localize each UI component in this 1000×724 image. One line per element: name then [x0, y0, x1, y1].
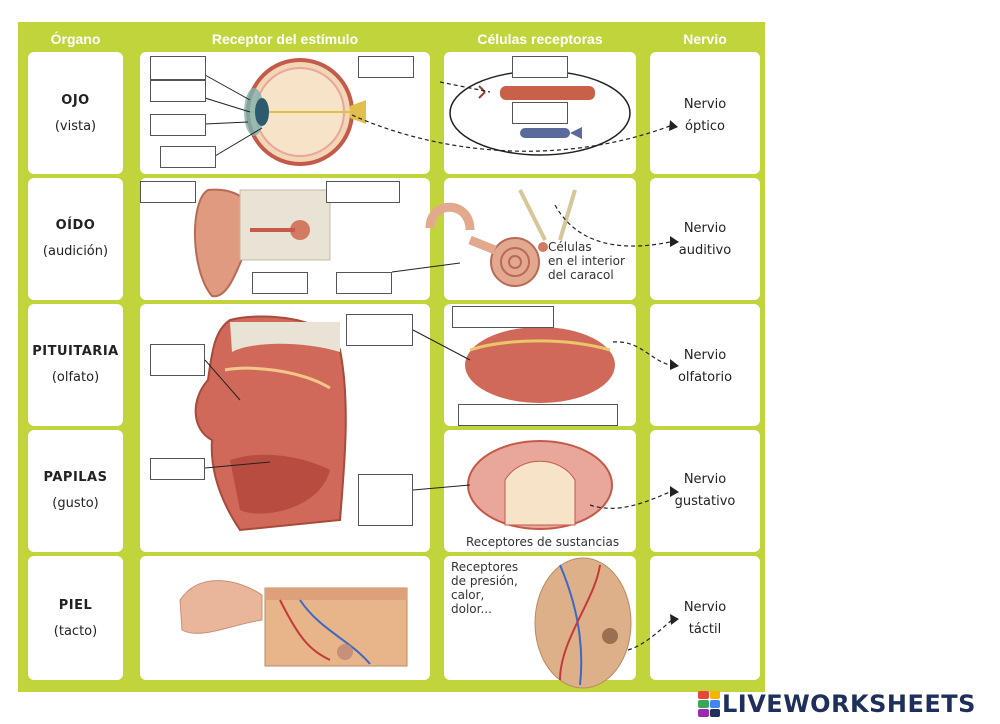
nerve-word: Nervio [683, 472, 727, 487]
caption-line: Receptores [451, 560, 519, 574]
organ-sense: (audición) [42, 244, 109, 259]
organ-label-tongue: PAPILAS (gusto) [28, 465, 123, 517]
organ-name: PAPILAS [43, 470, 108, 485]
nerve-word: Nervio [683, 221, 727, 236]
brand-text: LIVEWORKSHEETS [722, 690, 976, 718]
connector-lines [351, 81, 673, 651]
answer-box-ear-1[interactable] [140, 181, 196, 203]
nerve-word: Nervio [683, 348, 727, 363]
answer-box-eye-4[interactable] [160, 146, 216, 168]
header-cells: Células receptoras [477, 31, 603, 47]
answer-box-eye-2[interactable] [150, 80, 206, 102]
nerve-cell-eye [650, 52, 760, 174]
nerve-label-olfactory: Nervio olfatorio [650, 345, 760, 389]
ear-cells-caption: Células en el interior del caracol [548, 240, 625, 282]
answer-box-nose-2[interactable] [346, 314, 413, 346]
organ-cell-ear [28, 178, 123, 300]
nerve-cell-nose [650, 304, 760, 426]
skin-receptors-illustration [534, 557, 632, 689]
organ-name: PIEL [58, 598, 93, 613]
organ-sense: (vista) [54, 119, 97, 134]
answer-box-nose-1[interactable] [150, 344, 205, 376]
organ-label-ear: OÍDO (audición) [28, 213, 123, 265]
organ-name: OÍDO [55, 218, 96, 233]
header-nerve: Nervio [683, 31, 727, 47]
caption-line: calor, [451, 588, 485, 602]
organ-cell-nose [28, 304, 123, 426]
nerve-word: Nervio [683, 600, 727, 615]
organ-sense: (gusto) [52, 496, 99, 511]
skin-cells-caption: Receptores de presión, calor, dolor... [451, 560, 518, 616]
nerve-type: gustativo [674, 494, 736, 509]
nerve-label-tactile: Nervio táctil [650, 597, 760, 641]
nerve-type: auditivo [678, 243, 732, 258]
arrowheads [669, 120, 679, 625]
organ-label-eye: OJO (vista) [28, 88, 123, 140]
nerve-type: táctil [688, 622, 722, 637]
answer-box-ear-2[interactable] [326, 181, 400, 203]
ear-illustration [194, 188, 331, 298]
nerve-label-auditory: Nervio auditivo [650, 218, 760, 262]
organ-label-nose: PITUITARIA (olfato) [28, 339, 123, 391]
organ-cell-eye [28, 52, 123, 174]
answer-box-eye-5[interactable] [358, 56, 414, 78]
answer-box-nose-cells-1[interactable] [452, 306, 554, 328]
head-section-illustration [194, 315, 347, 532]
liveworksheets-icon [698, 691, 720, 717]
answer-box-eye-cells-2[interactable] [512, 102, 568, 124]
leader-lines [204, 74, 471, 491]
taste-bud-illustration [467, 440, 613, 530]
caption-line: del caracol [548, 268, 614, 282]
answer-box-tongue-1[interactable] [150, 458, 205, 480]
organ-sense: (olfato) [51, 370, 100, 385]
nerve-cell-ear [650, 178, 760, 300]
nerve-label-optic: Nervio óptico [650, 94, 760, 138]
caption-line: Células [548, 240, 592, 254]
answer-box-tongue-2[interactable] [358, 474, 413, 526]
answer-box-ear-3[interactable] [252, 272, 308, 294]
olfactory-cells-illustration [465, 327, 615, 403]
answer-box-eye-cells-1[interactable] [512, 56, 568, 78]
skin-block-illustration [179, 580, 408, 667]
caption-line: en el interior [548, 254, 625, 268]
caption-line: de presión, [451, 574, 518, 588]
organ-label-skin: PIEL (tacto) [28, 593, 123, 645]
cochlea-illustration [425, 189, 577, 287]
header-receptor: Receptor del estímulo [211, 31, 359, 47]
nerve-cell-skin [650, 556, 760, 680]
organ-cell-tongue [28, 430, 123, 552]
nerve-cell-tongue [650, 430, 760, 552]
organ-cell-skin [28, 556, 123, 680]
answer-box-eye-1[interactable] [150, 56, 206, 80]
nerve-type: olfatorio [677, 370, 733, 385]
header-organ: Órgano [50, 31, 101, 47]
caption-line: dolor... [451, 602, 492, 616]
eye-illustration [244, 58, 366, 166]
answer-box-nose-cells-2[interactable] [458, 404, 618, 426]
taste-cells-caption: Receptores de sustancias [466, 535, 620, 549]
nerve-word: Nervio [683, 97, 727, 112]
answer-box-ear-4[interactable] [336, 272, 392, 294]
answer-box-eye-3[interactable] [150, 114, 206, 136]
liveworksheets-logo: LIVEWORKSHEETS [698, 688, 976, 720]
organ-name: PITUITARIA [32, 344, 119, 359]
nerve-label-gustatory: Nervio gustativo [650, 469, 760, 513]
nerve-type: óptico [684, 119, 725, 134]
organ-sense: (tacto) [53, 624, 98, 639]
organ-name: OJO [61, 93, 90, 108]
